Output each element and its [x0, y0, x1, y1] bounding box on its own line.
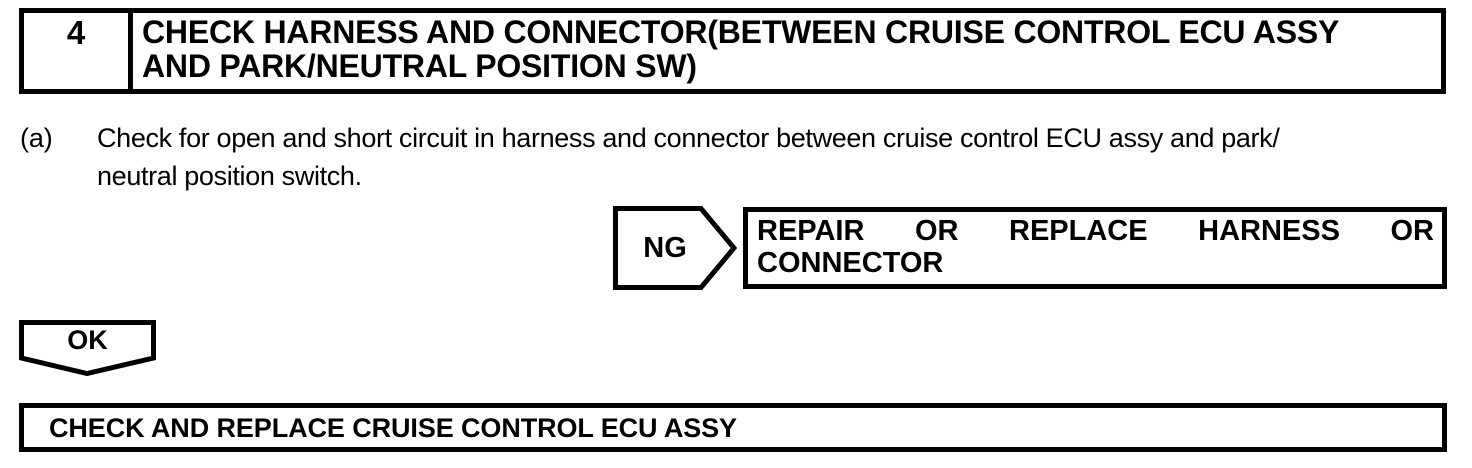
- ng-arrow-pentagon-icon: [613, 206, 737, 290]
- ok-branch-label: OK: [67, 324, 108, 355]
- procedure-text: Check for open and short circuit in harn…: [97, 123, 1280, 191]
- procedure-marker: (a): [20, 123, 53, 153]
- final-action-text: CHECK AND REPLACE CRUISE CONTROL ECU ASS…: [49, 412, 737, 443]
- ng-result-word-or-1: OR: [914, 215, 959, 247]
- ng-branch-tag: NG: [613, 206, 737, 290]
- ng-branch-label: NG: [643, 231, 687, 264]
- ng-result-line-1: REPAIR OR REPLACE HARNESS OR: [757, 215, 1434, 247]
- step-number: 4: [66, 14, 86, 51]
- ok-arrow-pentagon-icon: [19, 320, 156, 376]
- ng-result-word-harness: HARNESS: [1198, 215, 1340, 247]
- ok-branch-tag: OK: [19, 320, 156, 376]
- step-title-cell: CHECK HARNESS AND CONNECTOR(BETWEEN CRUI…: [133, 13, 1441, 89]
- ng-result-box: REPAIR OR REPLACE HARNESS OR CONNECTOR: [743, 207, 1447, 289]
- procedure-block: (a) Check for open and short circuit in …: [20, 119, 1460, 195]
- final-action-box: CHECK AND REPLACE CRUISE CONTROL ECU ASS…: [19, 403, 1447, 452]
- step-title: CHECK HARNESS AND CONNECTOR(BETWEEN CRUI…: [142, 14, 1340, 84]
- step-header-box: 4 CHECK HARNESS AND CONNECTOR(BETWEEN CR…: [19, 8, 1446, 94]
- ng-result-word-replace: REPLACE: [1009, 215, 1148, 247]
- ng-result-word-repair: REPAIR: [757, 215, 865, 247]
- ng-result-line-2: CONNECTOR: [757, 247, 944, 279]
- ng-result-word-or-2: OR: [1390, 215, 1435, 247]
- step-number-cell: 4: [24, 13, 133, 89]
- procedure-row: (a) Check for open and short circuit in …: [20, 119, 1460, 195]
